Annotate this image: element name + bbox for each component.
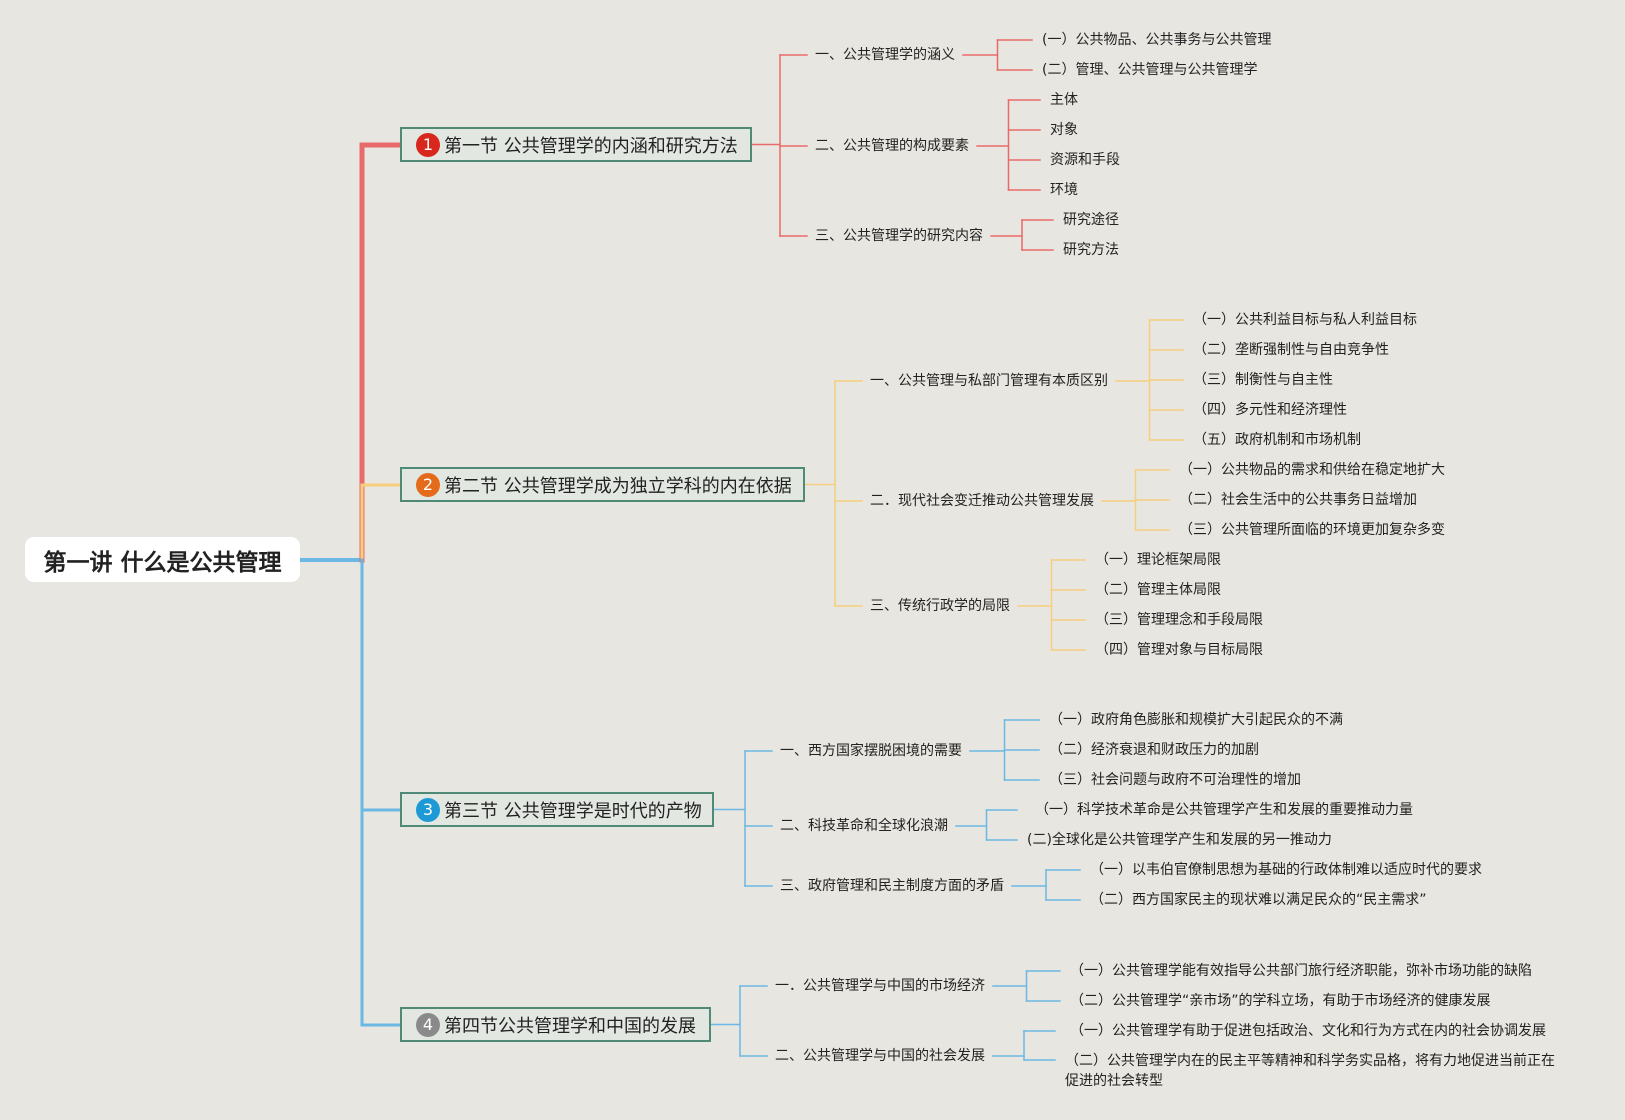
section-title: 第四节公共管理学和中国的发展 [444,1015,696,1037]
subtopic[interactable]: 一、公共管理与私部门管理有本质区别 [870,373,1108,389]
leaf-topic[interactable]: （四）多元性和经济理性 [1193,402,1347,418]
subtopic[interactable]: 三、传统行政学的局限 [870,598,1010,614]
section-number-badge: 2 [416,472,440,497]
subtopic[interactable]: 一、西方国家摆脱困境的需要 [780,743,962,759]
leaf-topic[interactable]: （二）公共管理学内在的民主平等精神和科学务实品格，将有力地促进当前正在促进的社会… [1065,1053,1555,1089]
leaf-topic[interactable]: (一）公共物品、公共事务与公共管理 [1042,32,1272,48]
leaf-topic[interactable]: （一）公共物品的需求和供给在稳定地扩大 [1179,462,1445,478]
subtopic[interactable]: 二．现代社会变迁推动公共管理发展 [870,493,1094,509]
section-3-node[interactable]: 3 第三节 公共管理学是时代的产物 [400,792,714,827]
leaf-topic[interactable]: （二）经济衰退和财政压力的加剧 [1049,742,1259,758]
leaf-topic[interactable]: (二)全球化是公共管理学产生和发展的另一推动力 [1027,832,1332,848]
root-topic[interactable]: 第一讲 什么是公共管理 [25,537,300,582]
section-number-badge: 1 [416,132,440,157]
leaf-topic[interactable]: 资源和手段 [1050,152,1120,168]
subtopic[interactable]: 一．公共管理学与中国的市场经济 [775,978,985,994]
leaf-topic[interactable]: （一）理论框架局限 [1095,552,1221,568]
leaf-topic[interactable]: （二）管理主体局限 [1095,582,1221,598]
leaf-topic[interactable]: （三）社会问题与政府不可治理性的增加 [1049,772,1301,788]
subtopic[interactable]: 二、科技革命和全球化浪潮 [780,818,948,834]
leaf-topic[interactable]: （二）公共管理学“亲市场”的学科立场，有助于市场经济的健康发展 [1070,993,1491,1009]
subtopic[interactable]: 三、公共管理学的研究内容 [815,228,983,244]
subtopic[interactable]: 三、政府管理和民主制度方面的矛盾 [780,878,1004,894]
root-title: 第一讲 什么是公共管理 [43,549,282,576]
leaf-topic[interactable]: （三）管理理念和手段局限 [1095,612,1263,628]
section-title: 第三节 公共管理学是时代的产物 [444,800,702,822]
subtopic[interactable]: 一、公共管理学的涵义 [815,47,955,63]
leaf-topic[interactable]: （三）公共管理所面临的环境更加复杂多变 [1179,522,1445,538]
leaf-topic[interactable]: （一）公共管理学能有效指导公共部门旅行经济职能，弥补市场功能的缺陷 [1070,963,1532,979]
leaf-topic[interactable]: （一）公共利益目标与私人利益目标 [1193,312,1417,328]
section-number-badge: 3 [416,797,440,822]
leaf-topic[interactable]: （三）制衡性与自主性 [1193,372,1333,388]
subtopic[interactable]: 二、公共管理的构成要素 [815,138,969,154]
leaf-topic[interactable]: （四）管理对象与目标局限 [1095,642,1263,658]
leaf-topic[interactable]: 研究途径 [1063,212,1119,228]
leaf-topic[interactable]: 主体 [1050,92,1078,108]
section-title: 第一节 公共管理学的内涵和研究方法 [444,135,738,157]
leaf-topic[interactable]: （一）科学技术革命是公共管理学产生和发展的重要推动力量 [1035,802,1413,818]
leaf-topic[interactable]: （二）垄断强制性与自由竞争性 [1193,342,1389,358]
leaf-topic[interactable]: （二）社会生活中的公共事务日益增加 [1179,492,1417,508]
leaf-topic[interactable]: （二）西方国家民主的现状难以满足民众的“民主需求” [1090,892,1427,908]
leaf-topic[interactable]: （一）公共管理学有助于促进包括政治、文化和行为方式在内的社会协调发展 [1070,1023,1546,1039]
leaf-topic[interactable]: 研究方法 [1063,242,1119,258]
subtopic[interactable]: 二、公共管理学与中国的社会发展 [775,1048,985,1064]
section-title: 第二节 公共管理学成为独立学科的内在依据 [444,475,792,497]
section-number-badge: 4 [416,1012,440,1037]
section-4-node[interactable]: 4 第四节公共管理学和中国的发展 [400,1007,711,1042]
section-1-node[interactable]: 1 第一节 公共管理学的内涵和研究方法 [400,127,752,162]
leaf-topic[interactable]: 环境 [1050,182,1078,198]
leaf-topic[interactable]: (二）管理、公共管理与公共管理学 [1042,62,1258,78]
leaf-topic[interactable]: （一）以韦伯官僚制思想为基础的行政体制难以适应时代的要求 [1090,862,1482,878]
leaf-topic[interactable]: （五）政府机制和市场机制 [1193,432,1361,448]
leaf-topic[interactable]: 对象 [1050,122,1078,138]
section-2-node[interactable]: 2 第二节 公共管理学成为独立学科的内在依据 [400,467,805,502]
leaf-topic[interactable]: （一）政府角色膨胀和规模扩大引起民众的不满 [1049,712,1343,728]
